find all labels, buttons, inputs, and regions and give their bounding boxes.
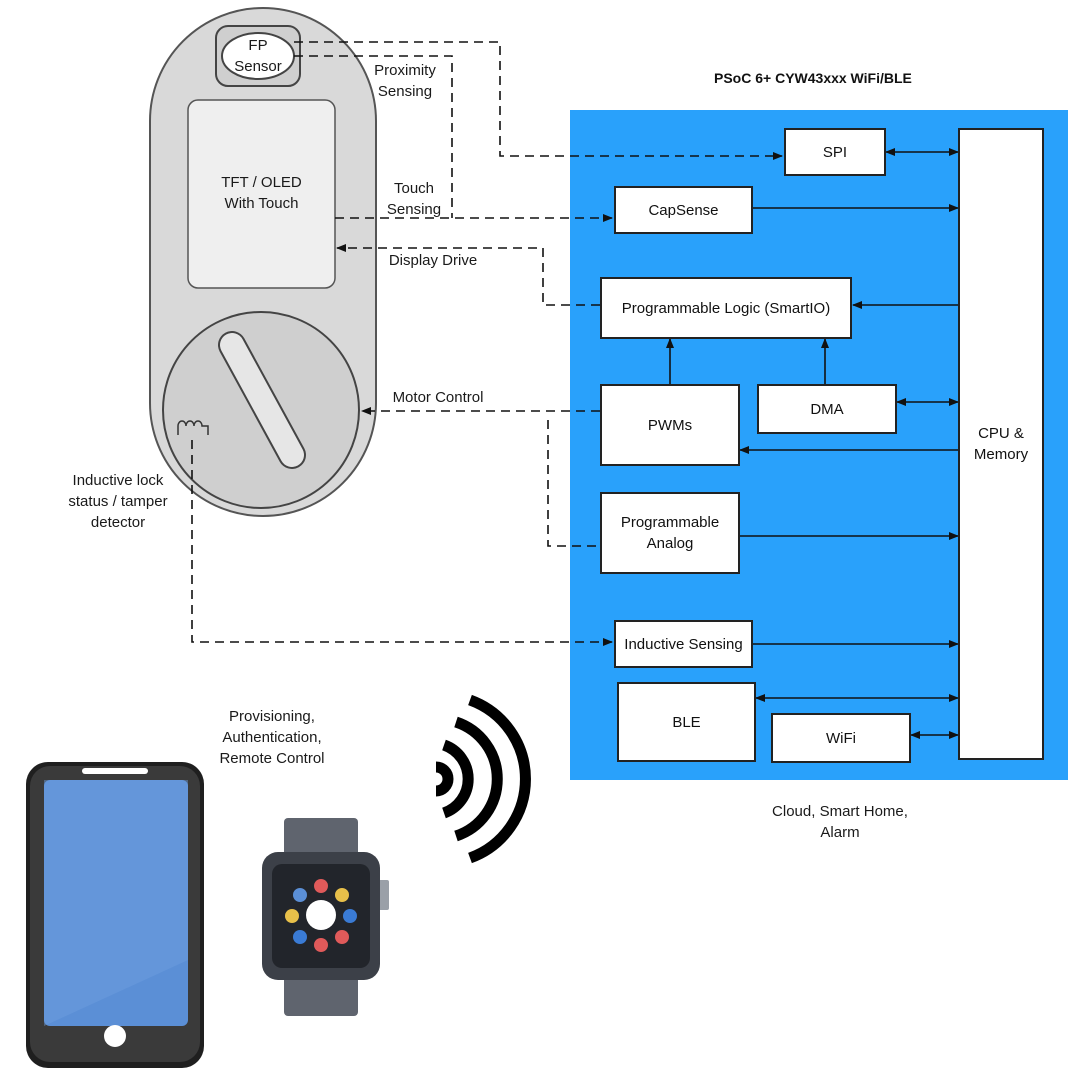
coil-icon (177, 420, 209, 435)
provisioning-label: Provisioning, Authentication, Remote Con… (219, 708, 325, 767)
display-label: TFT / OLED With Touch (221, 174, 302, 212)
smartwatch-icon (262, 818, 389, 1016)
programmable-logic-block: Programmable Logic (SmartIO) (600, 277, 852, 339)
smartphone-icon (26, 762, 204, 1068)
ble-block: BLE (617, 682, 756, 762)
pwms-block: PWMs (600, 384, 740, 466)
inductive-lock-label: Inductive lock status / tamper detector (68, 472, 168, 531)
smart-lock (149, 7, 377, 517)
dma-block: DMA (757, 384, 897, 434)
cpu-memory-block: CPU & Memory (958, 128, 1044, 760)
fp-sensor-label: FP Sensor (234, 37, 282, 75)
lock-display (187, 99, 336, 289)
cloud-label: Cloud, Smart Home, Alarm (772, 803, 908, 841)
touch-sensing-label: Touch Sensing (386, 180, 442, 218)
spi-block: SPI (784, 128, 886, 176)
proximity-sensing-label: Proximity Sensing (374, 62, 436, 100)
motor-control-label: Motor Control (392, 389, 484, 406)
wireless-signal-icon (435, 694, 531, 864)
programmable-analog-block: Programmable Analog (600, 492, 740, 574)
display-drive-label: Display Drive (388, 252, 478, 269)
wifi-block: WiFi (771, 713, 911, 763)
inductive-sensing-block: Inductive Sensing (614, 620, 753, 668)
capsense-block: CapSense (614, 186, 753, 234)
board-title: PSoC 6+ CYW43xxx WiFi/BLE (714, 70, 912, 86)
